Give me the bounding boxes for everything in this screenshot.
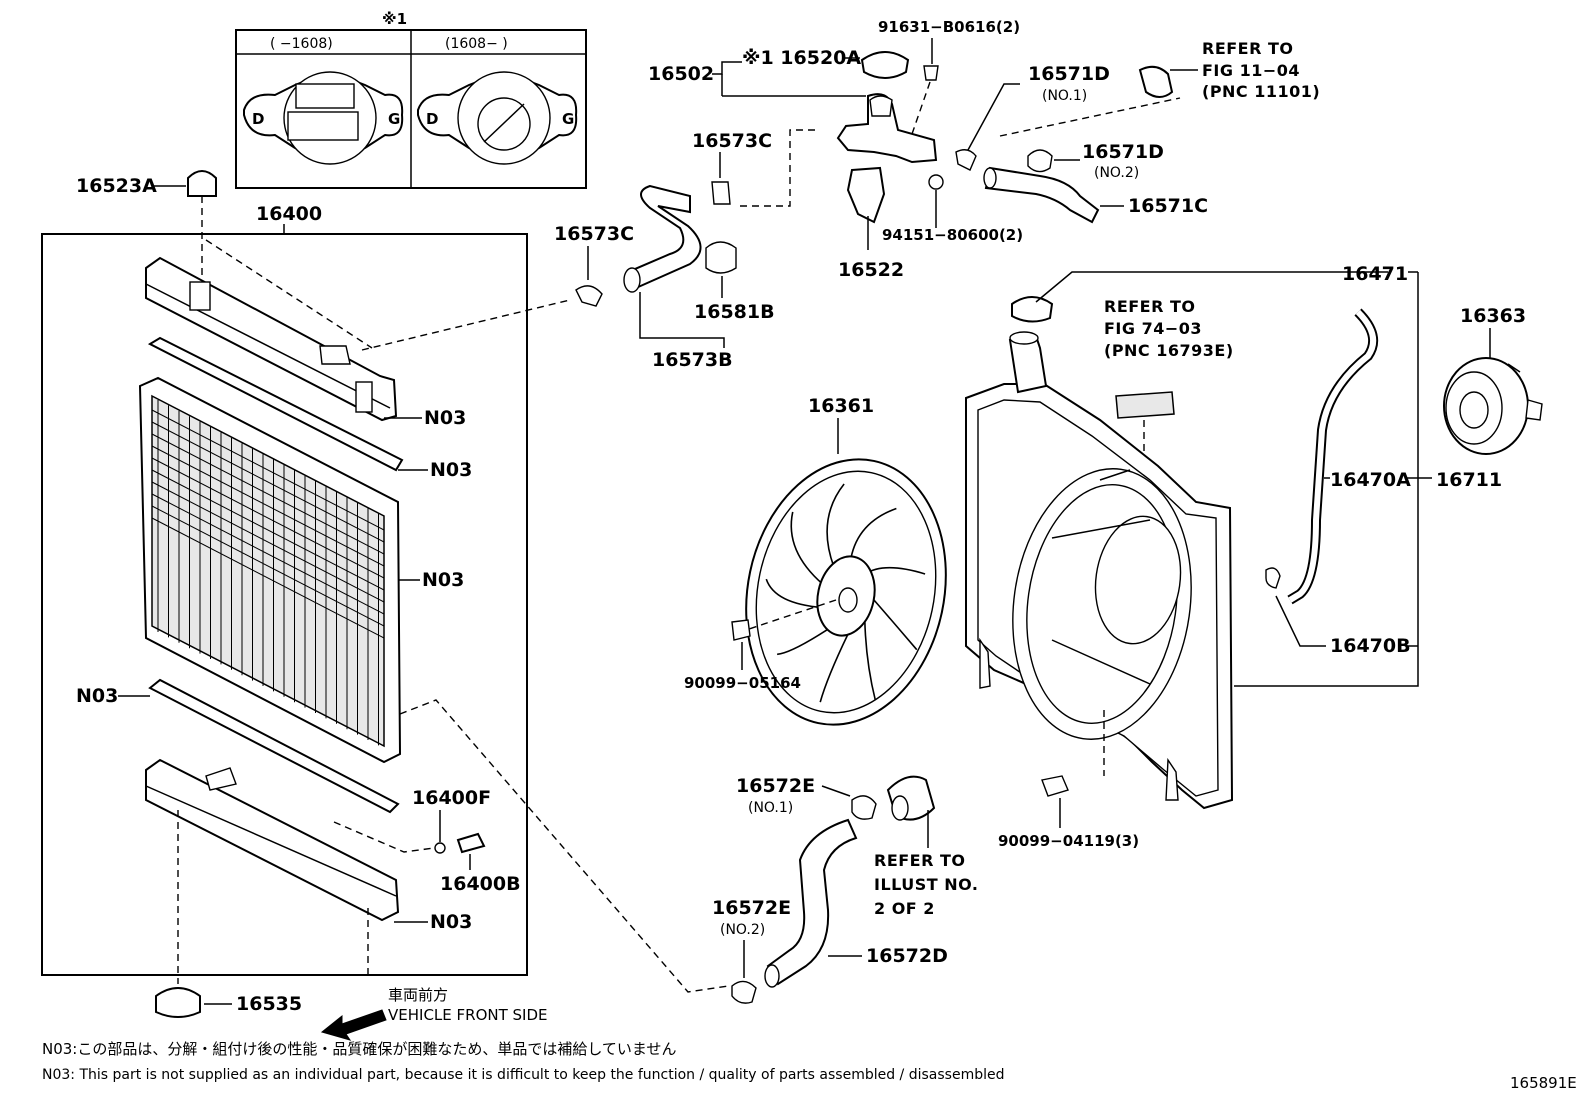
- ref3-line3: 2 OF 2: [874, 899, 935, 918]
- label-16573C-left: 16573C: [554, 223, 634, 245]
- label-16400F: 16400F: [412, 787, 491, 809]
- core-tube: [151, 457, 385, 579]
- ref3-line2: ILLUST NO.: [874, 875, 979, 894]
- fan-blade: [765, 578, 824, 609]
- core-tube: [151, 493, 385, 615]
- ref2-line1: REFER TO: [1104, 297, 1196, 316]
- label-16571D-no1-sub: (NO.1): [1042, 88, 1087, 104]
- upper-tank: [145, 256, 398, 422]
- label-N03-core: N03: [422, 569, 464, 591]
- label-16711: 16711: [1436, 469, 1502, 491]
- label-16571D-no2: 16571D: [1082, 141, 1164, 163]
- label-90099-05164: 90099−05164: [684, 674, 801, 692]
- label-16523A: 16523A: [76, 175, 157, 197]
- lower-hose-group: 16572E (NO.1) REFER TO ILLUST NO. 2 OF 2…: [712, 775, 979, 1004]
- fan-blade: [863, 617, 877, 701]
- label-16572E-no1: 16572E: [736, 775, 815, 797]
- label-16470A: 16470A: [1330, 469, 1411, 491]
- label-16572E-no1-sub: (NO.1): [748, 800, 793, 816]
- footnote-jp: N03:この部品は、分解・組付け後の性能・品質確保が困難なため、単品では補給して…: [42, 1040, 676, 1058]
- core-tube: [151, 505, 385, 627]
- label-16572E-no2-sub: (NO.2): [720, 922, 765, 938]
- label-N03-lower-gasket: N03: [76, 685, 118, 707]
- label-16400B: 16400B: [440, 873, 521, 895]
- label-N03-upper-gasket: N03: [430, 459, 472, 481]
- label-16522: 16522: [838, 259, 904, 281]
- fan-blade: [777, 624, 835, 656]
- core-tube: [151, 421, 385, 543]
- label-90099-04119: 90099−04119(3): [998, 832, 1139, 850]
- ref3-line1: REFER TO: [874, 851, 966, 870]
- label-16400: 16400: [256, 203, 322, 225]
- label-N03-upper-tank: N03: [424, 407, 466, 429]
- direction-en: VEHICLE FRONT SIDE: [388, 1006, 548, 1024]
- bypass-hose-group: 16571D (NO.1) REFER TO FIG 11−04 (PNC 11…: [955, 39, 1320, 224]
- label-16572D: 16572D: [866, 945, 948, 967]
- label-16573B: 16573B: [652, 349, 733, 371]
- label-16361: 16361: [808, 395, 874, 417]
- radiator-assembly: 16400 16523A: [41, 170, 528, 1018]
- svg-text:G: G: [562, 110, 574, 128]
- label-16471: 16471: [1342, 263, 1408, 285]
- fan-blade: [790, 511, 824, 585]
- figure-id: 165891E: [1510, 1074, 1577, 1092]
- core-tube: [151, 445, 385, 567]
- ref2-line3: (PNC 16793E): [1104, 341, 1234, 360]
- core-tube: [151, 469, 385, 591]
- label-91631: 91631−B0616(2): [878, 18, 1020, 36]
- label-16581B: 16581B: [694, 301, 775, 323]
- radiator-cap-right: D G: [417, 71, 578, 165]
- lower-tank: [145, 758, 400, 922]
- fan-blade: [826, 483, 845, 567]
- filler-neck-group: 16502 ※1 16520A 91631−B0616(2) 16522 941…: [648, 18, 1023, 281]
- label-16571C: 16571C: [1128, 195, 1208, 217]
- core-tube: [151, 481, 385, 603]
- radiator-core: [138, 376, 402, 764]
- svg-text:G: G: [388, 110, 400, 128]
- label-16571D-no1: 16571D: [1028, 63, 1110, 85]
- fan-motor: 16363: [1443, 305, 1543, 455]
- variant-mark: ※1: [382, 10, 407, 28]
- fan-shroud: REFER TO FIG 74−03 (PNC 16793E) 16471 90…: [965, 263, 1502, 850]
- label-16502: 16502: [648, 63, 714, 85]
- fan-blade: [849, 507, 897, 563]
- variant-right-label: (1608− ): [445, 36, 508, 52]
- cooling-fan: 16361 90099−05164: [684, 395, 947, 726]
- upper-hose-group: 16573C 16573C 16581B 16573B: [554, 129, 820, 371]
- label-16573C-top: 16573C: [692, 130, 772, 152]
- label-16572E-no2: 16572E: [712, 897, 791, 919]
- svg-text:D: D: [252, 110, 264, 128]
- ref1-line2: FIG 11−04: [1202, 61, 1300, 80]
- radiator-cap-left: D G: [243, 71, 404, 165]
- label-16571D-no2-sub: (NO.2): [1094, 165, 1139, 181]
- label-16363: 16363: [1460, 305, 1526, 327]
- overflow-hose: 16470A 16470B: [1265, 308, 1418, 657]
- fan-blade: [819, 629, 851, 703]
- vehicle-front-direction: 車両前方 VEHICLE FRONT SIDE: [320, 986, 548, 1041]
- svg-text:D: D: [426, 110, 438, 128]
- variant-left-label: ( −1608): [270, 36, 333, 52]
- label-N03-lower-tank: N03: [430, 911, 472, 933]
- label-16535: 16535: [236, 993, 302, 1015]
- core-tube: [151, 409, 385, 531]
- ref1-line3: (PNC 11101): [1202, 82, 1320, 101]
- variant-box: ※1 ( −1608) (1608− ) D G D G: [235, 10, 587, 189]
- ref2-line2: FIG 74−03: [1104, 319, 1202, 338]
- direction-jp: 車両前方: [388, 986, 448, 1004]
- ref1-line1: REFER TO: [1202, 39, 1294, 58]
- label-16520A: ※1 16520A: [742, 47, 861, 69]
- core-tube: [151, 517, 385, 639]
- label-94151: 94151−80600(2): [882, 226, 1023, 244]
- core-tube: [151, 433, 385, 555]
- label-16470B: 16470B: [1330, 635, 1411, 657]
- footnote-en: N03: This part is not supplied as an ind…: [42, 1067, 1005, 1083]
